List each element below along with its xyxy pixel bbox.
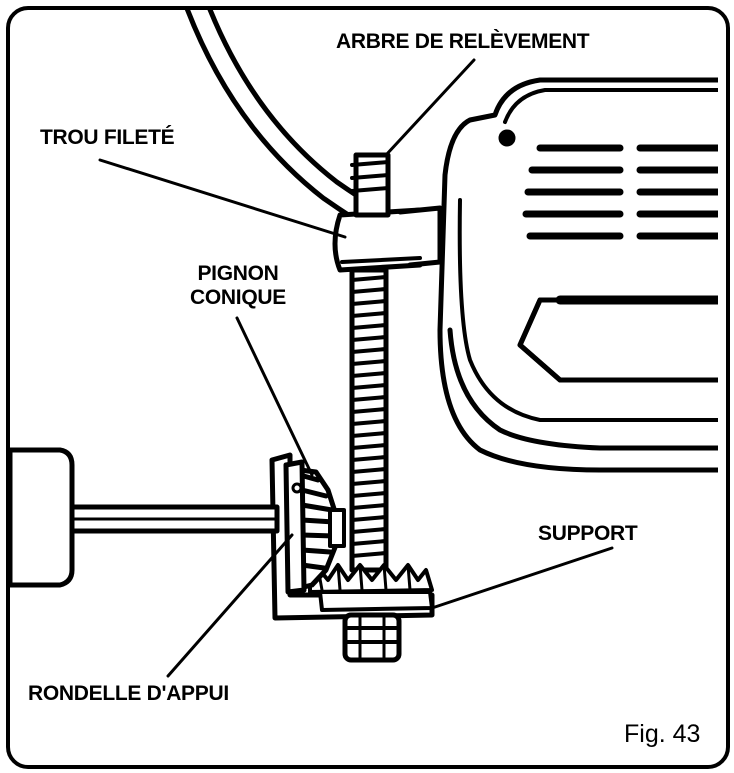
bottom-nut (342, 612, 402, 663)
threaded-hole-block (332, 205, 443, 273)
label-arbre-de-relevement: ARBRE DE RELÈVEMENT (336, 30, 590, 53)
leader-lines (98, 58, 614, 678)
crank-shaft (10, 447, 280, 588)
motor-housing (437, 77, 718, 473)
label-pignon-line1: PIGNON (197, 262, 279, 285)
figure-number: Fig. 43 (624, 720, 701, 748)
label-pignon-line2: CONIQUE (190, 286, 286, 309)
label-pignon-conique: PIGNON CONIQUE (183, 262, 293, 310)
label-rondelle-d-appui: RONDELLE D'APPUI (28, 682, 229, 705)
label-trou-filete: TROU FILETÉ (40, 126, 175, 149)
thrust-washer (283, 459, 307, 595)
label-support: SUPPORT (538, 522, 638, 545)
elevation-shaft (349, 152, 391, 573)
